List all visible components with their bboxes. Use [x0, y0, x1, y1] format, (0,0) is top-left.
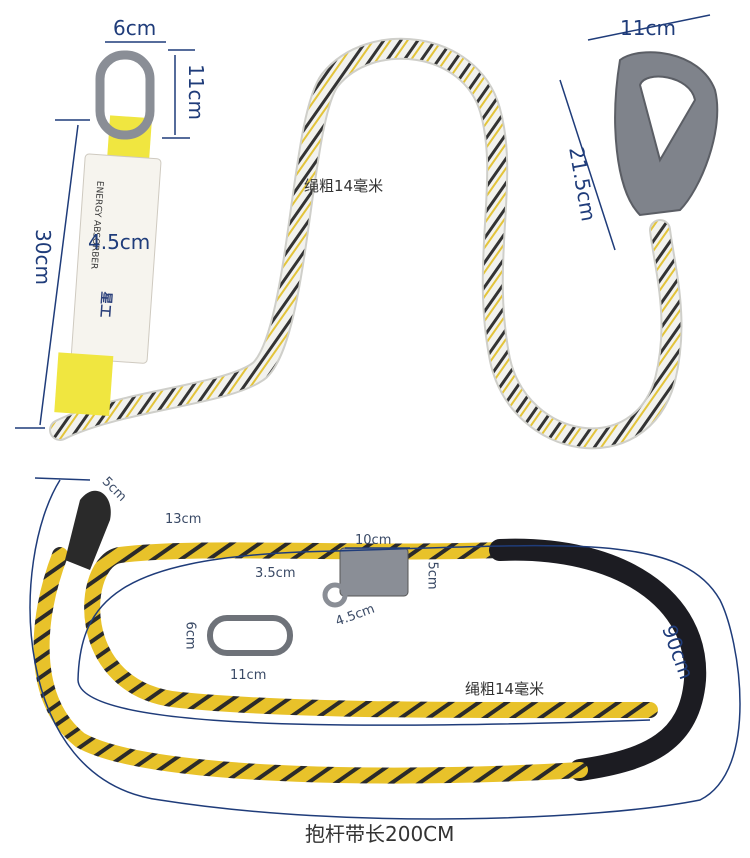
top-carabiner	[95, 50, 155, 140]
label-grab-width: 10cm	[355, 533, 392, 548]
rope-grab	[339, 547, 409, 597]
label-grab-height: 5cm	[424, 561, 440, 590]
label-yellow-rope-thickness: 绳粗14毫米	[465, 680, 545, 698]
dimension-lines	[15, 14, 741, 820]
label-hook-width: 11cm	[620, 16, 676, 40]
scaffold-hook	[614, 51, 719, 217]
label-absorber-width: 4.5cm	[88, 230, 151, 254]
energy-absorber	[54, 115, 162, 417]
label-white-rope-thickness: 绳粗14毫米	[304, 177, 384, 195]
small-carabiner	[207, 615, 293, 656]
label-snap-hook-length: 13cm	[165, 512, 202, 527]
yellow-rope	[84, 542, 658, 719]
label-pole-strap-length: 抱杆带长200CM	[305, 822, 455, 846]
snap-hook	[65, 490, 111, 570]
label-absorber-length: 30cm	[30, 229, 55, 285]
label-grab-ring: 3.5cm	[255, 566, 296, 581]
label-small-carabiner-width: 11cm	[230, 668, 267, 683]
label-small-carabiner-height: 6cm	[182, 621, 198, 650]
label-top-carabiner-height: 11cm	[183, 64, 208, 120]
absorber-brand: 星工	[96, 290, 114, 318]
label-top-carabiner-width: 6cm	[113, 16, 157, 40]
